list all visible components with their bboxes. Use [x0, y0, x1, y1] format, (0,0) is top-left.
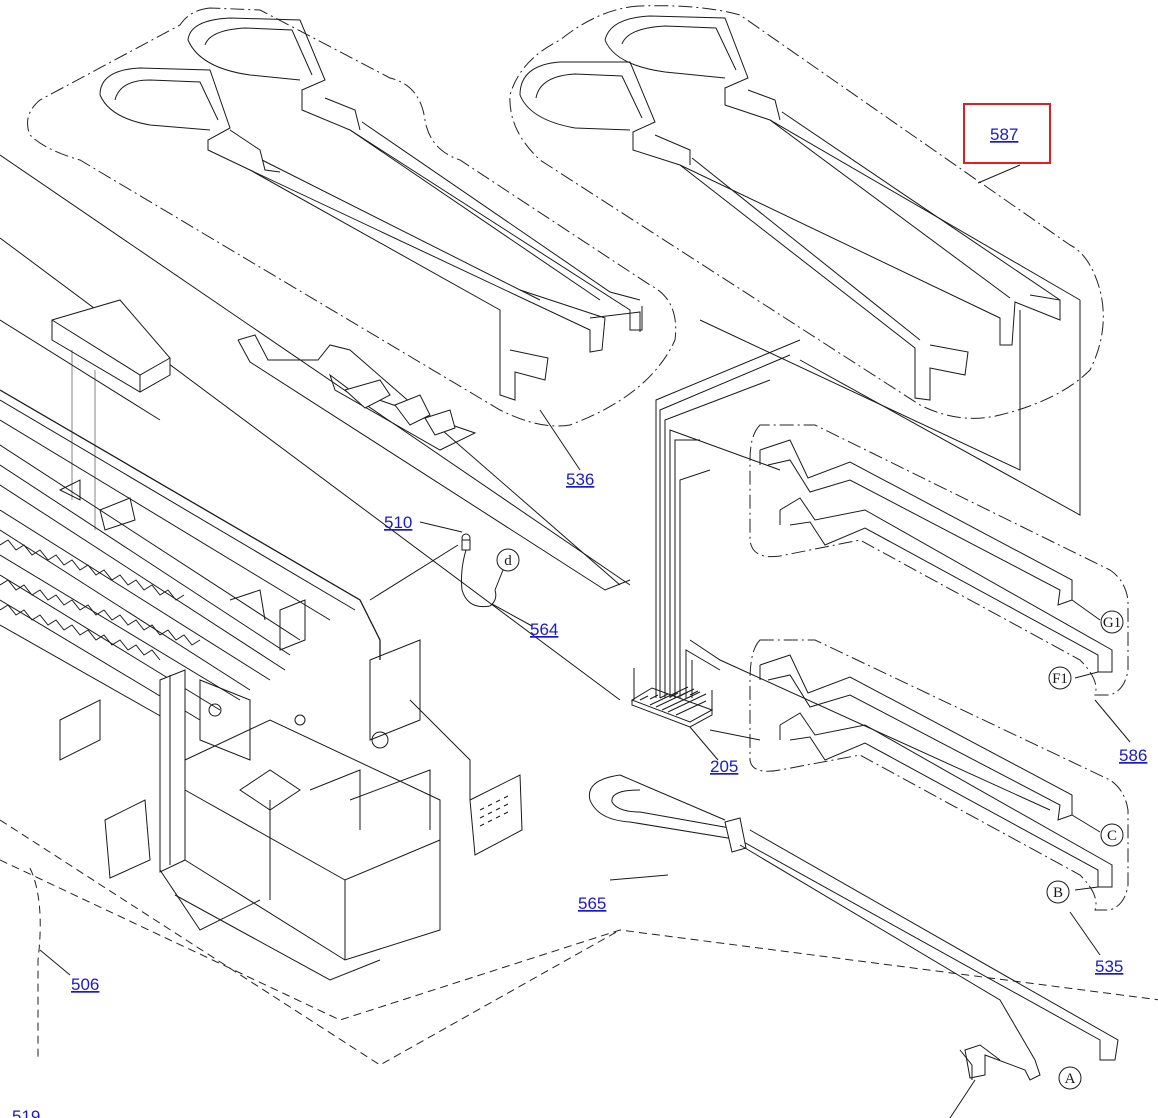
flat-ribbon: [237, 334, 631, 591]
part-labels: 587 536 510 564 586 205 565 535 506 519: [12, 125, 1147, 1118]
group-outline-587: [509, 5, 1104, 419]
sensor-cable-564: [369, 521, 533, 627]
cable-536: [99, 17, 643, 401]
svg-text:d: d: [504, 553, 512, 569]
group-outline-536: [27, 7, 677, 427]
svg-text:G1: G1: [1103, 615, 1121, 631]
part-link-510[interactable]: 510: [384, 513, 412, 532]
printer-mechanism: [0, 389, 523, 981]
svg-text:F1: F1: [1052, 671, 1068, 687]
connector-d: d: [496, 548, 520, 572]
main-frame-outline: [0, 154, 1158, 1066]
part-link-587[interactable]: 587: [990, 125, 1018, 144]
svg-text:A: A: [1065, 1071, 1076, 1087]
connector-G1: G1: [1100, 610, 1124, 634]
part-link-564[interactable]: 564: [530, 620, 558, 639]
part-link-506[interactable]: 506: [71, 975, 99, 994]
part-link-536[interactable]: 536: [566, 470, 594, 489]
small-box-part: [51, 299, 171, 530]
part-link-205[interactable]: 205: [710, 757, 738, 776]
svg-text:B: B: [1053, 885, 1063, 901]
part-link-586[interactable]: 586: [1119, 746, 1147, 765]
cable-565: [588, 774, 1119, 1118]
connector-labels: d G1 F1 C B A: [496, 548, 1124, 1090]
leader-lines-top: [539, 164, 1081, 516]
connector-A: A: [1058, 1066, 1082, 1090]
connector-C: C: [1100, 823, 1124, 847]
cable-586: [759, 439, 1131, 743]
highlight-box-587: [963, 103, 1051, 164]
connector-B: B: [1046, 880, 1070, 904]
connector-F1: F1: [1048, 666, 1072, 690]
group-outline-586: [749, 424, 1129, 696]
part-link-519[interactable]: 519: [12, 1107, 40, 1118]
svg-text:C: C: [1107, 828, 1117, 844]
part-link-565[interactable]: 565: [578, 894, 606, 913]
connector-board-205: [630, 339, 801, 761]
cable-535: [689, 639, 1113, 956]
part-link-535[interactable]: 535: [1095, 957, 1123, 976]
group-outline-535: [749, 639, 1129, 911]
cable-587: [519, 15, 1081, 401]
